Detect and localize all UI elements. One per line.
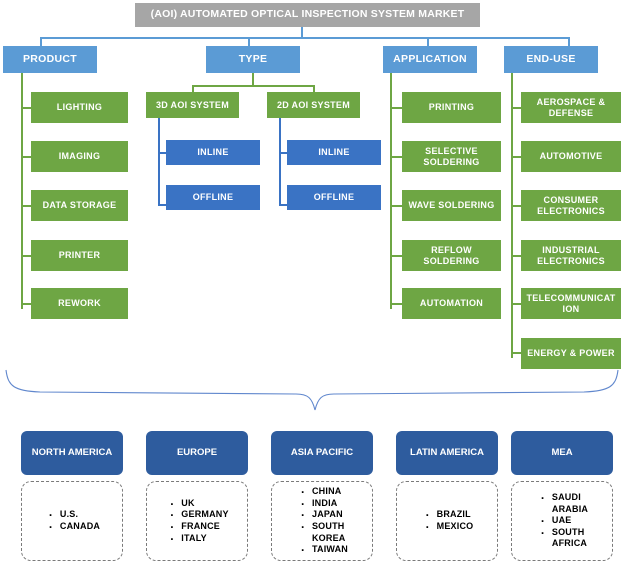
connector-product-0 xyxy=(21,107,32,109)
region-header-north-america[interactable]: NORTH AMERICA xyxy=(21,431,123,475)
region-header-latin-america[interactable]: LATIN AMERICA xyxy=(396,431,498,475)
country-item: SOUTH KOREA xyxy=(301,520,348,544)
region-header-mea[interactable]: MEA xyxy=(511,431,613,475)
segment-header-type[interactable]: TYPE xyxy=(206,46,300,73)
connector-enduse-spine xyxy=(511,73,513,358)
enduse-item-aerospace-defense[interactable]: AEROSPACE & DEFENSE xyxy=(521,92,621,123)
country-item: JAPAN xyxy=(301,509,348,524)
connector-3d-offline xyxy=(158,204,167,206)
connector-type-right xyxy=(313,85,315,93)
region-brace xyxy=(5,369,619,411)
connector-enduse-0 xyxy=(511,107,522,109)
region-countries-north-america: U.S. CANADA xyxy=(21,481,123,561)
connector-enduse-5 xyxy=(511,352,522,354)
connector-application-2 xyxy=(390,205,403,207)
country-item: ITALY xyxy=(170,532,228,547)
connector-to-type xyxy=(248,37,250,47)
region-header-asia-pacific[interactable]: ASIA PACIFIC xyxy=(271,431,373,475)
type-3d-child-inline[interactable]: INLINE xyxy=(166,140,260,165)
enduse-item-consumer-electronics[interactable]: CONSUMER ELECTRONICS xyxy=(521,190,621,221)
type-2d-child-offline[interactable]: OFFLINE xyxy=(287,185,381,210)
connector-product-spine xyxy=(21,73,23,309)
country-list-north-america: U.S. CANADA xyxy=(44,509,100,535)
connector-type-bus xyxy=(192,85,314,87)
country-item: FRANCE xyxy=(170,520,228,535)
application-item-selective-soldering[interactable]: SELECTIVE SOLDERING xyxy=(402,141,501,172)
connector-product-3 xyxy=(21,255,32,257)
product-item-printer[interactable]: PRINTER xyxy=(31,240,128,271)
connector-enduse-1 xyxy=(511,156,522,158)
country-item: BRAZIL xyxy=(426,509,474,524)
country-item: MEXICO xyxy=(426,520,474,535)
connector-type-left xyxy=(192,85,194,93)
country-item: INDIA xyxy=(301,497,348,512)
enduse-item-telecommunication[interactable]: TELECOMMUNICAT ION xyxy=(521,288,621,319)
connector-application-spine xyxy=(390,73,392,309)
type-2d-child-inline[interactable]: INLINE xyxy=(287,140,381,165)
region-countries-latin-america: BRAZIL MEXICO xyxy=(396,481,498,561)
product-item-data-storage[interactable]: DATA STORAGE xyxy=(31,190,128,221)
region-countries-asia-pacific: CHINA INDIA JAPAN SOUTH KOREA TAIWAN xyxy=(271,481,373,561)
connector-enduse-4 xyxy=(511,303,522,305)
connector-to-application xyxy=(427,37,429,47)
region-header-europe[interactable]: EUROPE xyxy=(146,431,248,475)
enduse-item-energy-power[interactable]: ENERGY & POWER xyxy=(521,338,621,369)
product-item-rework[interactable]: REWORK xyxy=(31,288,128,319)
country-list-europe: UK GERMANY FRANCE ITALY xyxy=(165,497,228,547)
connector-to-enduse xyxy=(568,37,570,47)
connector-product-4 xyxy=(21,303,32,305)
country-item: CHINA xyxy=(301,485,348,500)
country-item: CANADA xyxy=(49,520,100,535)
region-countries-mea: SAUDI ARABIA UAE SOUTH AFRICA xyxy=(511,481,613,561)
connector-2d-inline xyxy=(279,152,288,154)
country-item: SAUDI ARABIA xyxy=(541,491,588,515)
connector-type-stem xyxy=(252,73,254,86)
country-item: TAIWAN xyxy=(301,543,348,558)
connector-to-product xyxy=(40,37,42,47)
type-group-3d-aoi-system[interactable]: 3D AOI SYSTEM xyxy=(146,92,239,118)
connector-2d-spine xyxy=(279,118,281,205)
connector-application-0 xyxy=(390,107,403,109)
connector-product-2 xyxy=(21,205,32,207)
country-item: UAE xyxy=(541,514,588,529)
country-item: U.S. xyxy=(49,509,100,524)
country-item: GERMANY xyxy=(170,509,228,524)
segment-header-enduse[interactable]: END-USE xyxy=(504,46,598,73)
connector-product-1 xyxy=(21,156,32,158)
country-item: SOUTH AFRICA xyxy=(541,526,588,550)
diagram-title: (AOI) AUTOMATED OPTICAL INSPECTION SYSTE… xyxy=(135,3,480,27)
enduse-item-industrial-electronics[interactable]: INDUSTRIAL ELECTRONICS xyxy=(521,240,621,271)
country-list-latin-america: BRAZIL MEXICO xyxy=(421,509,474,535)
region-countries-europe: UK GERMANY FRANCE ITALY xyxy=(146,481,248,561)
application-item-reflow-soldering[interactable]: REFLOW SOLDERING xyxy=(402,240,501,271)
enduse-item-automotive[interactable]: AUTOMOTIVE xyxy=(521,141,621,172)
country-item: UK xyxy=(170,497,228,512)
type-3d-child-offline[interactable]: OFFLINE xyxy=(166,185,260,210)
connector-3d-inline xyxy=(158,152,167,154)
type-group-2d-aoi-system[interactable]: 2D AOI SYSTEM xyxy=(267,92,360,118)
connector-enduse-2 xyxy=(511,205,522,207)
segment-header-product[interactable]: PRODUCT xyxy=(3,46,97,73)
country-list-mea: SAUDI ARABIA UAE SOUTH AFRICA xyxy=(536,491,588,550)
connector-2d-offline xyxy=(279,204,288,206)
connector-application-3 xyxy=(390,255,403,257)
application-item-automation[interactable]: AUTOMATION xyxy=(402,288,501,319)
product-item-lighting[interactable]: LIGHTING xyxy=(31,92,128,123)
connector-3d-spine xyxy=(158,118,160,205)
connector-enduse-3 xyxy=(511,255,522,257)
connector-application-1 xyxy=(390,156,403,158)
application-item-printing[interactable]: PRINTING xyxy=(402,92,501,123)
segment-header-application[interactable]: APPLICATION xyxy=(383,46,477,73)
connector-title-stem xyxy=(301,27,303,38)
country-list-asia-pacific: CHINA INDIA JAPAN SOUTH KOREA TAIWAN xyxy=(296,485,348,558)
application-item-wave-soldering[interactable]: WAVE SOLDERING xyxy=(402,190,501,221)
connector-application-4 xyxy=(390,303,403,305)
product-item-imaging[interactable]: IMAGING xyxy=(31,141,128,172)
connector-title-bus xyxy=(40,37,570,39)
